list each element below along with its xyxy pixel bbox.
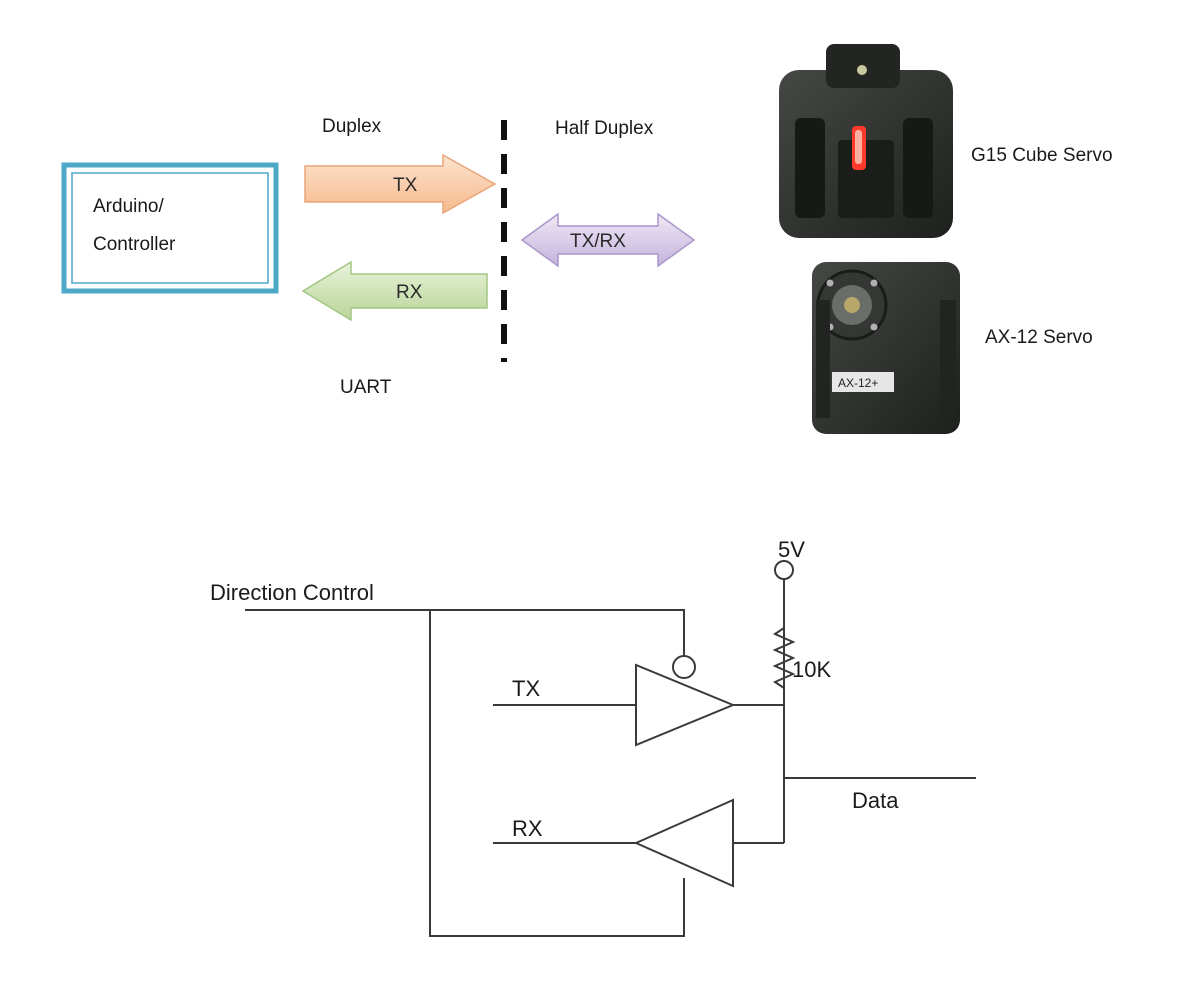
tx-arrow-label: TX bbox=[393, 175, 418, 196]
arduino-controller-box: Arduino/ Controller bbox=[61, 162, 279, 294]
pullup-resistor bbox=[772, 627, 796, 689]
ax12-servo-image: AX-12+ bbox=[812, 262, 960, 434]
rx-buffer-triangle bbox=[633, 798, 734, 888]
rx-arrow-label: RX bbox=[396, 282, 423, 303]
direction-control-return-wire bbox=[429, 610, 685, 937]
g15-servo-label: G15 Cube Servo bbox=[971, 145, 1113, 166]
tx-enable-inverter-bubble bbox=[672, 655, 696, 679]
data-label: Data bbox=[852, 788, 899, 813]
duplex-label: Duplex bbox=[322, 116, 382, 137]
tx-arrow: TX bbox=[304, 153, 497, 215]
rx-arrow: RX bbox=[301, 260, 488, 322]
tx-input-label: TX bbox=[512, 676, 540, 701]
controller-label-line1: Arduino/ bbox=[93, 196, 164, 217]
controller-label-line2: Controller bbox=[93, 234, 176, 255]
resistor-value-label: 10K bbox=[792, 657, 831, 682]
supply-5v-label: 5V bbox=[778, 537, 805, 562]
half-duplex-label: Half Duplex bbox=[555, 118, 654, 139]
rx-output-label: RX bbox=[512, 816, 543, 841]
direction-control-label: Direction Control bbox=[210, 580, 374, 605]
uart-label: UART bbox=[340, 377, 392, 398]
g15-cube-servo-image bbox=[779, 44, 953, 238]
tx-buffer-triangle bbox=[635, 663, 736, 747]
ax12-sticker-text: AX-12+ bbox=[838, 376, 878, 390]
direction-control-wire bbox=[245, 609, 685, 656]
txrx-arrow-label: TX/RX bbox=[570, 231, 626, 252]
half-duplex-circuit: Direction Control TX RX Data 5V 10K bbox=[210, 537, 976, 937]
supply-5v-terminal bbox=[774, 560, 794, 580]
txrx-arrow: TX/RX bbox=[520, 212, 696, 268]
ax12-servo-label: AX-12 Servo bbox=[985, 327, 1093, 348]
